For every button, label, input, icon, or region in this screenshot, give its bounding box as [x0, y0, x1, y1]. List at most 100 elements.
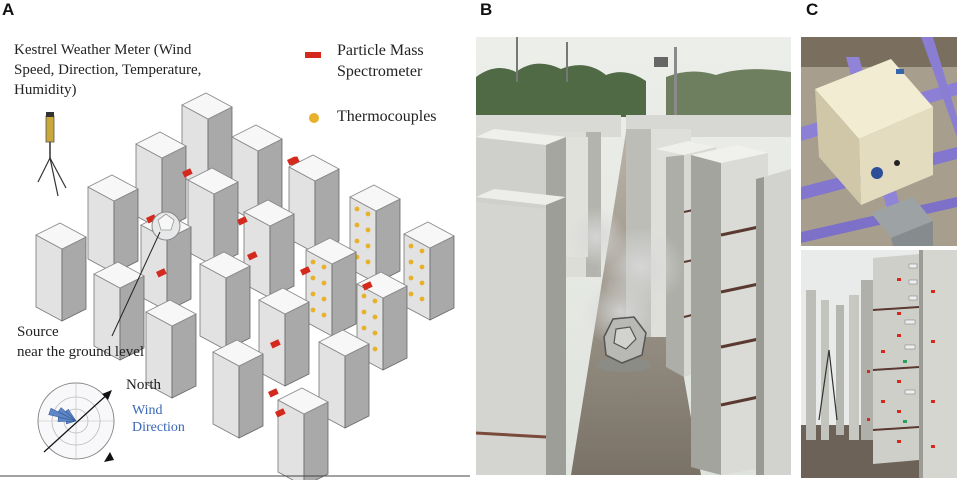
thermocouple-dot — [310, 307, 316, 313]
legend-thermocouple-label: Thermocouples — [337, 108, 437, 125]
block-array-schematic — [0, 52, 470, 480]
source-caption-line-1: Source — [17, 324, 59, 340]
block-right-face — [238, 353, 264, 439]
block-left-face — [305, 249, 333, 337]
block-top-face — [181, 92, 233, 120]
spectrometer-bar — [247, 251, 258, 261]
spectrometer-bar — [146, 214, 157, 224]
block-top-face — [145, 299, 197, 327]
thermocouple-dot — [419, 248, 425, 254]
kestrel-caption: Kestrel Weather Meter (Wind Speed, Direc… — [14, 40, 201, 100]
source-sphere-face — [157, 213, 175, 231]
thermocouple-dot — [310, 259, 316, 265]
block-top-face — [187, 167, 239, 195]
wind-label-line-2: Direction — [132, 420, 185, 435]
panel-label-a: A — [2, 0, 15, 19]
thermocouple-dot — [354, 222, 360, 228]
wind-label-line-1: Wind — [132, 403, 163, 418]
block-right-face — [61, 236, 87, 322]
kestrel-meter-head — [46, 112, 54, 117]
thermocouple-dot — [372, 298, 378, 304]
spectrometer-bar — [274, 408, 286, 418]
thermocouple-dot — [321, 296, 327, 302]
thermocouple-dot — [354, 238, 360, 244]
block-top-face — [35, 222, 87, 250]
block-right-face — [331, 251, 357, 337]
thermocouple-dot — [321, 280, 327, 286]
kestrel-meter-icon — [45, 115, 55, 143]
legend-spectrometer-symbol — [305, 52, 321, 58]
block-top-face — [356, 271, 408, 299]
thermocouple-dot — [365, 243, 371, 249]
thermocouple-dot — [365, 259, 371, 265]
photo-instrumented-blocks — [801, 250, 957, 478]
block-left-face — [35, 234, 63, 322]
north-arrow-head — [102, 390, 112, 400]
north-arrow-line — [43, 391, 111, 453]
block-right-face — [269, 213, 295, 299]
kestrel-caption-line-3: Humidity) — [14, 82, 77, 98]
block-left-face — [87, 186, 115, 274]
thermocouple-dot — [321, 264, 327, 270]
block-top-face — [277, 387, 329, 415]
thermocouple-dot — [372, 314, 378, 320]
block-right-face — [284, 301, 310, 387]
thermocouple-dot — [419, 280, 425, 286]
wind-rose-petal — [48, 407, 77, 422]
kestrel-caption-line-1: Kestrel Weather Meter (Wind — [14, 42, 192, 58]
north-label: North — [126, 377, 161, 393]
legend-particle-line-2: Spectrometer — [337, 63, 423, 80]
panel-label-b: B — [480, 0, 493, 19]
thermocouple-dot — [354, 206, 360, 212]
block-top-face — [318, 329, 370, 357]
thermocouple-dot — [408, 243, 414, 249]
block-top-face — [231, 124, 283, 152]
block-left-face — [403, 233, 431, 321]
thermocouple-dot — [310, 291, 316, 297]
block-top-face — [135, 131, 187, 159]
block-top-face — [243, 199, 295, 227]
thermocouple-dot — [361, 325, 367, 331]
block-right-face — [225, 265, 251, 351]
block-top-face — [288, 154, 340, 182]
block-right-face — [303, 401, 329, 480]
thermocouple-dot — [361, 293, 367, 299]
block-right-face — [375, 198, 401, 284]
panel-label-c: C — [806, 0, 819, 19]
thermocouple-dot — [419, 296, 425, 302]
legend-particle-label: Particle Mass Spectrometer — [337, 40, 424, 82]
photo-block-corridor — [476, 37, 791, 475]
block-left-face — [199, 263, 227, 351]
block-right-face — [382, 285, 408, 371]
block-top-face — [93, 261, 145, 289]
thermocouple-dot — [365, 227, 371, 233]
source-caption-line-2: near the ground level — [17, 344, 145, 360]
wind-rose-petal — [65, 420, 77, 425]
spectrometer-bar — [267, 388, 279, 398]
spectrometer-bar — [300, 266, 311, 276]
thermocouple-dot — [408, 275, 414, 281]
block-top-face — [305, 237, 357, 265]
spectrometer-bar — [361, 281, 373, 291]
spectrometer-bar — [155, 268, 167, 278]
block-left-face — [187, 179, 215, 267]
thermocouple-dot — [408, 259, 414, 265]
tripod-leg — [49, 157, 59, 197]
spectrometer-bar — [182, 168, 193, 178]
tripod-leg — [49, 157, 67, 189]
wind-rose-petal — [65, 408, 77, 422]
block-top-face — [349, 184, 401, 212]
spectrometer-bar — [288, 156, 300, 166]
block-top-face — [87, 174, 139, 202]
source-caption: Source near the ground level — [17, 322, 144, 362]
legend-thermocouple-symbol — [309, 113, 319, 123]
thermocouple-dot — [321, 312, 327, 318]
spectrometer-bar — [237, 216, 248, 226]
block-top-face — [258, 287, 310, 315]
block-top-face — [212, 339, 264, 367]
wind-direction-arrowhead — [104, 452, 114, 462]
legend-particle-line-1: Particle Mass — [337, 42, 424, 59]
block-right-face — [429, 235, 455, 321]
tripod-leg — [37, 157, 51, 183]
thermocouple-dot — [310, 275, 316, 281]
